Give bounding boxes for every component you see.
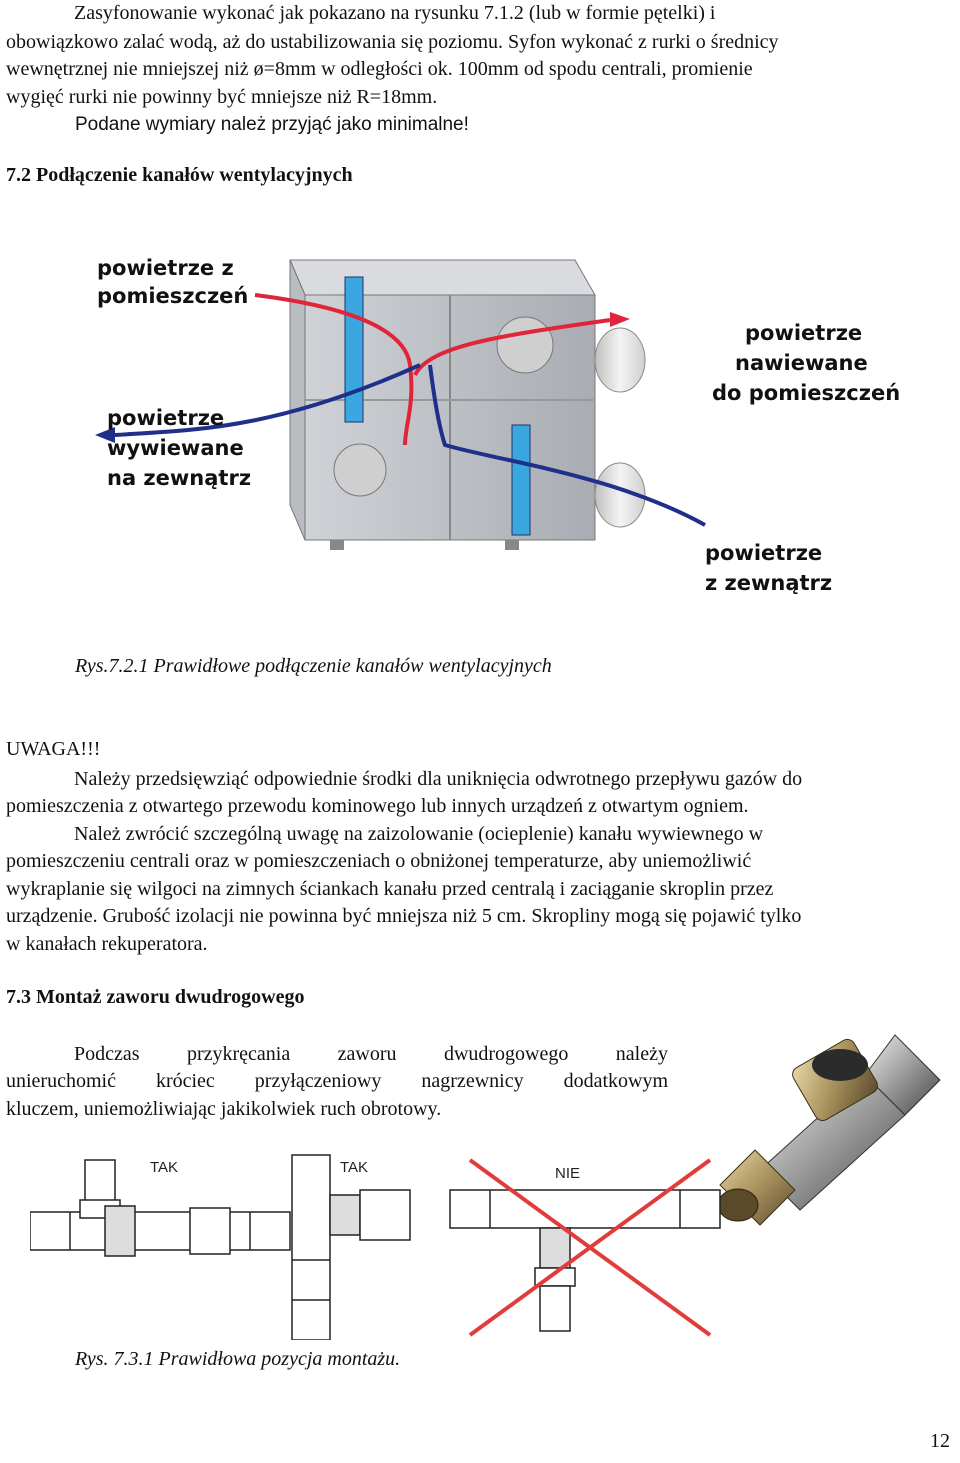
label-tak-1: TAK [150,1159,178,1176]
arrow-outdoor-air [428,364,706,527]
warning-p1-line-1: Należy przedsięwziąć odpowiednie środki … [74,768,803,790]
installation-position-diagrams: TAK TAK NIE [30,1154,721,1340]
arrow-exhaust-air [114,363,421,437]
section-7-3-line-2: unieruchomić króciec przyłączeniowy nagr… [6,1070,668,1092]
valve-photo [717,1034,941,1226]
duct-connector-intake [594,462,646,528]
label-air-from-room-2: pomieszczeń [97,284,248,308]
intro-line-4: wygięć rurki nie powinny być mniejsze ni… [6,86,438,108]
label-exhaust-air-2: wywiewane [107,436,244,460]
cross-line-2 [468,1158,712,1337]
warning-p2-line-2: pomieszczeniu centrali oraz w pomieszcze… [6,850,752,872]
section-7-3-line-3: kluczem, uniemożliwiając jakikolwiek ruc… [6,1098,442,1120]
arrow-supply-air [413,318,611,377]
label-supply-air-3: do pomieszczeń [712,381,900,405]
unit-side-face [289,259,306,541]
unit-top-face [289,259,596,296]
diagram-nie [449,1189,721,1332]
valve-body [717,1034,941,1226]
label-exhaust-air-3: na zewnątrz [107,466,251,490]
figure-7-3-1-caption: Rys. 7.3.1 Prawidłowa pozycja montażu. [75,1348,401,1370]
arrow-air-from-room [254,293,414,446]
intro-line-1: Zasyfonowanie wykonać jak pokazano na ry… [74,2,716,24]
warning-p2-line-4: urządzenie. Grubość izolacji nie powinna… [6,905,802,927]
intro-line-3: wewnętrznej nie mniejszej niż ø=8mm w od… [6,58,753,80]
diagram-tak-vertical [291,1154,411,1340]
figure-7-2-1-caption: Rys.7.2.1 Prawidłowe podłączenie kanałów… [75,655,552,677]
warning-title: UWAGA!!! [6,738,101,760]
warning-p2-line-3: wykraplanie się wilgoci na zimnych ścian… [6,878,774,900]
warning-p2-line-5: w kanałach rekuperatora. [6,933,208,955]
exchanger-strip-left [344,276,364,423]
section-7-3-heading: 7.3 Montaż zaworu dwudrogowego [6,986,305,1008]
diagram-tak-horizontal [30,1159,291,1257]
ventilation-unit-figure: powietrze z pomieszczeń powietrze wywiew… [95,256,900,595]
page-number: 12 [930,1430,950,1452]
label-air-from-room-1: powietrze z [97,256,234,280]
duct-connector-supply [594,327,646,393]
intro-line-2: obowiązkowo zalać wodą, aż do ustabilizo… [6,31,779,53]
fan-lower [333,443,387,497]
label-outdoor-air-1: powietrze [705,541,822,565]
intro-note: Podane wymiary należ przyjąć jako minima… [75,114,469,135]
section-7-2-heading: 7.2 Podłączenie kanałów wentylacyjnych [6,164,353,186]
label-supply-air-1: powietrze [745,321,862,345]
label-tak-2: TAK [340,1159,368,1176]
fan-upper [496,316,554,374]
label-outdoor-air-2: z zewnątrz [705,571,832,595]
warning-p2-line-1: Należ zwrócić szczególną uwagę na zaizol… [74,823,764,845]
label-nie: NIE [555,1165,580,1182]
warning-p1-line-2: pomieszczenia z otwartego przewodu komin… [6,795,749,817]
label-supply-air-2: nawiewane [735,351,868,375]
exchanger-strip-right [511,424,531,536]
section-7-3-line-1: Podczas przykręcania zaworu dwudrogowego… [74,1043,668,1065]
label-exhaust-air-1: powietrze [107,406,224,430]
